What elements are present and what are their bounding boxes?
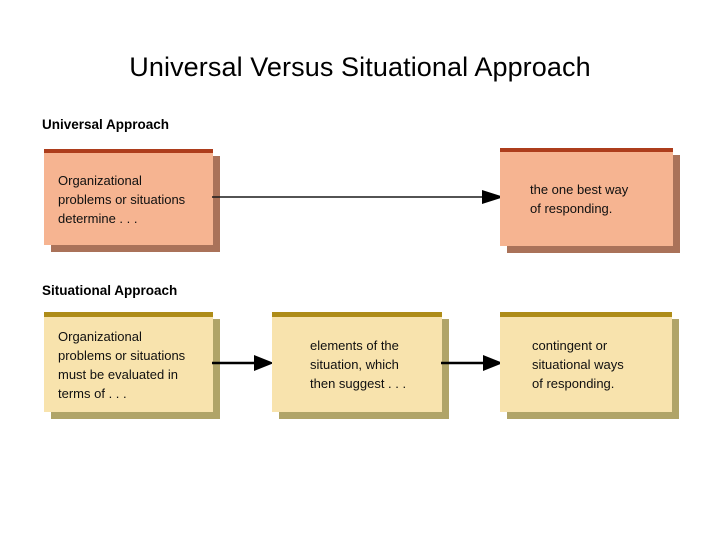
- arrow-right-icon-universal: [212, 188, 504, 206]
- node-label: Organizational problems or situations mu…: [58, 328, 186, 401]
- page-title: Universal Versus Situational Approach: [129, 52, 591, 82]
- node-label: elements of the situation, which then su…: [310, 338, 407, 391]
- node-face: [500, 312, 672, 412]
- node-label: Organizational problems or situations de…: [58, 172, 186, 226]
- node-situational-step-2: elements of the situation, which then su…: [272, 312, 449, 419]
- node-universal-effect: the one best way of responding.: [500, 148, 680, 253]
- node-face: [272, 312, 442, 412]
- node-situational-step-3: contingent or situational ways of respon…: [500, 312, 679, 419]
- node-face: [500, 148, 673, 246]
- section-heading-situational: Situational Approach: [42, 283, 178, 298]
- arrow-right-icon-situational-1: [212, 354, 274, 372]
- node-label: the one best way of responding.: [530, 182, 629, 216]
- section-heading-universal: Universal Approach: [42, 117, 170, 132]
- node-label: contingent or situational ways of respon…: [532, 338, 624, 391]
- node-face: [44, 149, 213, 245]
- node-situational-step-1: Organizational problems or situations mu…: [44, 312, 220, 419]
- node-face: [44, 312, 213, 412]
- node-universal-cause: Organizational problems or situations de…: [44, 149, 220, 252]
- arrow-right-icon-situational-2: [441, 354, 503, 372]
